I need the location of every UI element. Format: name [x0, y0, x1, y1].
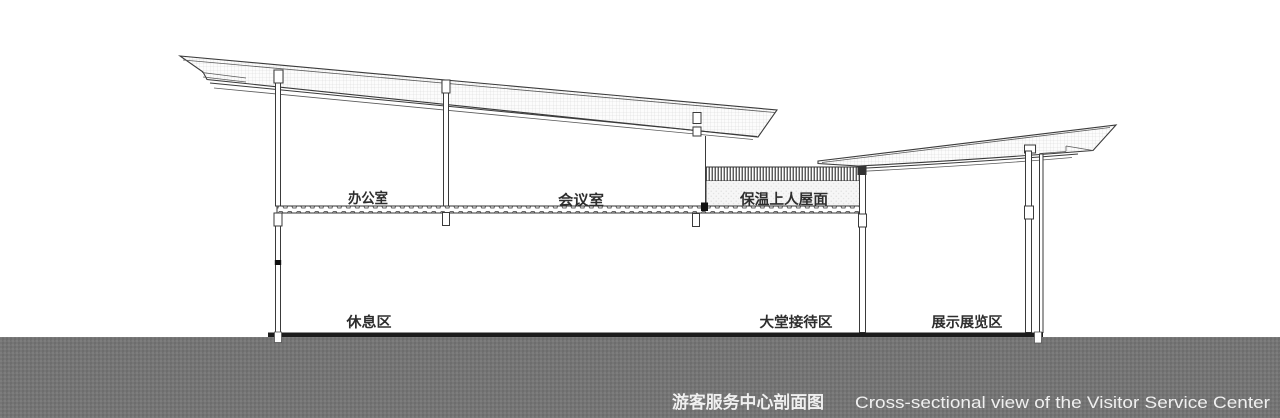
ground-band-texture	[0, 337, 1280, 418]
lobby-wall	[859, 166, 866, 333]
insulated-roof-terrace	[705, 166, 861, 206]
column-2-floor-stub	[442, 212, 450, 226]
column-1-floor-stub	[273, 212, 283, 227]
lobby-wall-joint-box	[858, 213, 867, 228]
caption-chinese: 游客服务中心剖面图	[672, 392, 824, 412]
roof-vent-box-1	[273, 69, 284, 84]
roof-vent-box-4	[692, 126, 702, 137]
left-roof-eave-fascia	[201, 72, 247, 83]
ground	[0, 331, 1280, 418]
left-roof-beam-line-lower	[213, 87, 754, 140]
column-1-splice-plate	[274, 260, 282, 265]
label-meeting-room: 会议室	[558, 192, 604, 208]
label-lobby-reception: 大堂接待区	[760, 314, 833, 330]
lobby-wall-top-box	[857, 166, 867, 175]
room-labels: 办公室 会议室 保温上人屋面 休息区 大堂接待区 展示展览区	[345, 190, 1002, 330]
caption-english: Cross-sectional view of the Visitor Serv…	[855, 393, 1270, 412]
left-roof-slab	[177, 55, 778, 138]
column-right-joint-box	[1024, 205, 1034, 220]
label-office: 办公室	[348, 190, 388, 206]
right-roof-beam-line-upper	[857, 153, 1079, 169]
right-roof-slab	[817, 124, 1118, 167]
label-rest-area: 休息区	[345, 314, 391, 330]
right-roof-eave-fascia	[1039, 145, 1094, 154]
roof-vent-box-2	[441, 79, 451, 94]
right-wall-face	[1039, 153, 1044, 333]
foundation-stub-right	[1034, 331, 1042, 344]
ground-line	[268, 332, 1043, 337]
roof-vent-box-3	[692, 112, 702, 124]
right-roof-beam-line-lower	[857, 157, 1073, 172]
column-2	[443, 92, 449, 207]
column-1-lower	[275, 212, 281, 333]
left-roof-top-inner-line	[182, 59, 776, 113]
column-1-upper	[275, 82, 281, 207]
left-roof-beam-line-upper	[209, 82, 758, 137]
mid-wall-base-block	[701, 202, 708, 211]
insulation-hatch-band	[705, 166, 861, 182]
label-insulated-roof: 保温上人屋面	[739, 191, 828, 207]
left-roof	[177, 55, 778, 140]
mid-wall-floor-stub	[692, 213, 700, 227]
foundation-stub-left	[274, 331, 282, 343]
insulation-body	[706, 181, 860, 206]
label-exhibition: 展示展览区	[932, 314, 1003, 330]
right-roof	[817, 124, 1118, 172]
drawing-caption: 游客服务中心剖面图 Cross-sectional view of the Vi…	[672, 392, 1270, 412]
column-right	[1025, 150, 1032, 333]
